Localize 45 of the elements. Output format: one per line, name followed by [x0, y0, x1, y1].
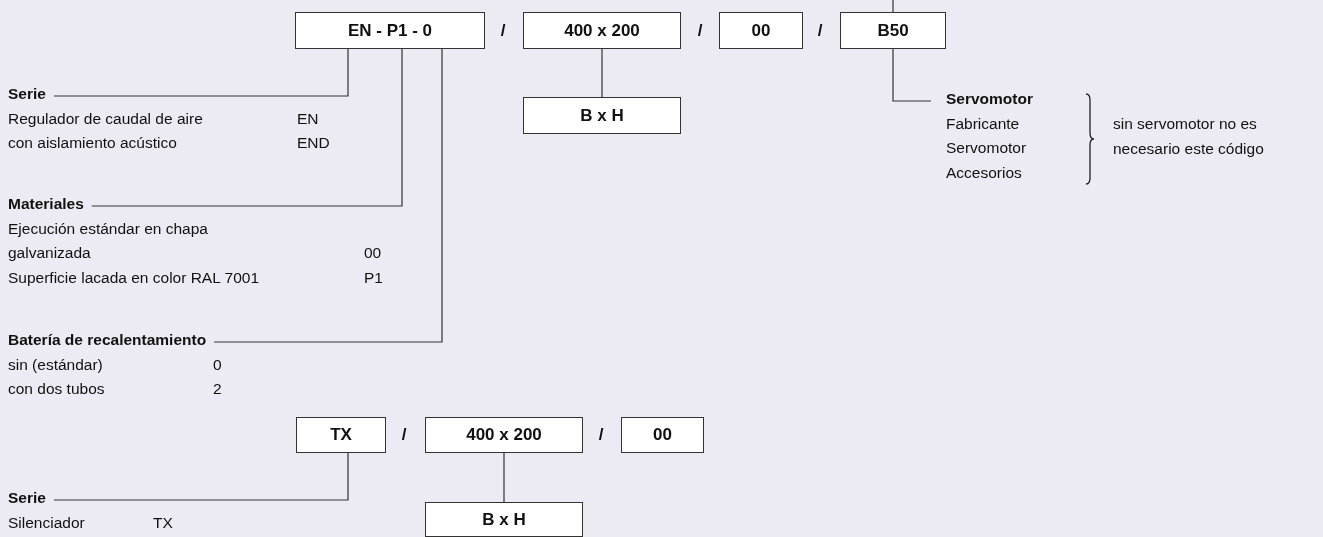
option-code: END [297, 133, 330, 153]
section-heading: Serie [8, 488, 46, 508]
option-code: TX [153, 512, 173, 533]
leader-line [91, 48, 403, 207]
code-box: B50 [840, 12, 946, 49]
separator-slash: / [401, 425, 407, 445]
note-text: sin servomotor no es necesario este código [1113, 114, 1265, 159]
code-box: B x H [523, 97, 681, 134]
separator-slash: / [817, 21, 823, 41]
option-label: Silenciador [8, 512, 86, 533]
option-code: 00 [364, 243, 383, 263]
code-box: 00 [621, 417, 704, 453]
section-heading: Serie [8, 84, 46, 104]
code-box: EN - P1 - 0 [295, 12, 485, 49]
option-label: Servomotor [946, 138, 1028, 158]
option-code: EN [297, 108, 320, 129]
separator-slash: / [697, 21, 703, 41]
option-label: Ejecución estándar en chapa galvanizada [8, 218, 209, 263]
option-code: 0 [213, 354, 222, 375]
option-label: sin (estándar) [8, 354, 104, 375]
leader-line [503, 452, 505, 503]
option-label: con aislamiento acústico [8, 133, 178, 153]
leader-line [892, 48, 932, 102]
option-label: Fabricante [946, 113, 1021, 134]
section-heading: Servomotor [946, 89, 1033, 109]
separator-slash: / [500, 21, 506, 41]
option-label: Regulador de caudal de aire [8, 108, 204, 129]
option-code: 2 [213, 379, 222, 399]
option-code: P1 [364, 267, 383, 288]
code-box: B x H [425, 502, 583, 537]
leader-line [53, 452, 349, 501]
leader-line [53, 48, 349, 97]
option-label: Superficie lacada en color RAL 7001 [8, 267, 261, 288]
section-heading: Batería de recalentamiento [8, 330, 207, 350]
leader-line [892, 0, 894, 13]
option-label: con dos tubos [8, 379, 106, 399]
separator-slash: / [598, 425, 604, 445]
leader-line [213, 48, 443, 343]
option-label: Accesorios [946, 162, 1023, 183]
code-box: 400 x 200 [425, 417, 583, 453]
leader-line [601, 48, 603, 98]
code-box: TX [296, 417, 386, 453]
section-heading: Materiales [8, 194, 84, 214]
code-box: 400 x 200 [523, 12, 681, 49]
code-box: 00 [719, 12, 803, 49]
